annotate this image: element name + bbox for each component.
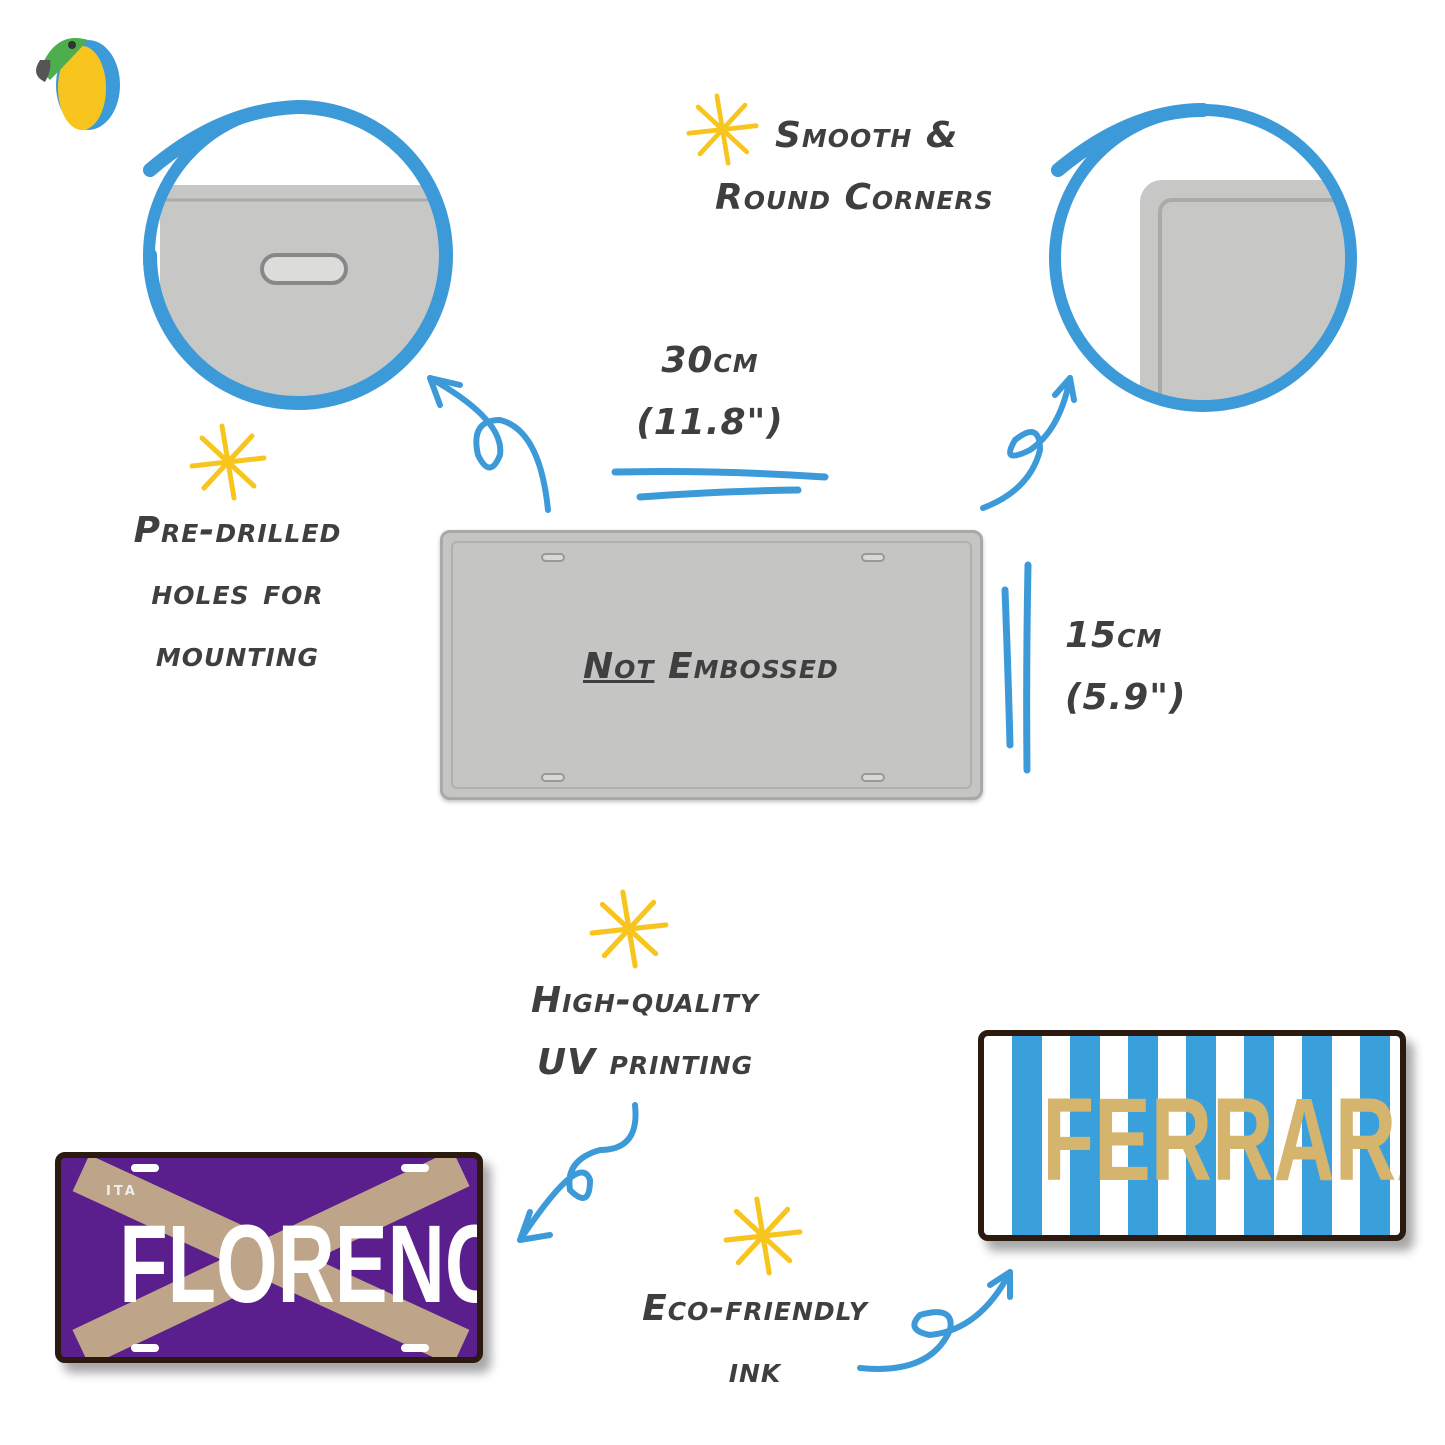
label-line: 30cm — [661, 340, 759, 381]
star-icon — [192, 426, 264, 498]
ink-label: Eco-friendly ink — [605, 1278, 905, 1402]
label-line: mounting — [155, 634, 320, 675]
plate-border — [451, 541, 972, 789]
country-code: ITA — [106, 1184, 138, 1199]
label-line: holes for — [151, 572, 324, 613]
label-line: (11.8") — [636, 402, 784, 443]
label-line: UV printing — [536, 1042, 754, 1083]
label-line: Pre-drilled — [133, 510, 342, 551]
label-line: Round Corners — [715, 177, 994, 218]
city-name: FERRARA — [1042, 1074, 1400, 1206]
florence-sample-plate: ITA FLORENCE — [55, 1152, 483, 1363]
star-icon — [592, 892, 666, 966]
label-line: High-quality — [531, 980, 759, 1021]
saltire-cross — [72, 1158, 470, 1357]
embossed-text: Embossed — [667, 646, 839, 687]
holes-label: Pre-drilled holes for mounting — [100, 500, 375, 686]
corners-label: Smooth & Round Corners — [715, 105, 994, 229]
printing-label: High-quality UV printing — [490, 970, 800, 1094]
ferrara-sample-plate: FERRARA — [978, 1030, 1406, 1241]
label-line: Eco-friendly — [642, 1288, 868, 1329]
mounting-hole — [541, 553, 565, 562]
height-label: 15cm (5.9") — [1065, 605, 1186, 729]
width-label: 30cm (11.8") — [630, 330, 790, 454]
not-embossed-label: Not Embossed — [583, 636, 839, 698]
label-line: (5.9") — [1065, 677, 1187, 718]
blank-plate — [440, 530, 983, 800]
label-line: 15cm — [1065, 615, 1163, 656]
mounting-hole — [861, 553, 885, 562]
mounting-hole — [861, 773, 885, 782]
city-name: FLORENCE — [119, 1203, 477, 1326]
parrot-logo-icon — [36, 38, 120, 130]
mounting-hole — [541, 773, 565, 782]
label-line: ink — [728, 1350, 782, 1391]
star-icon — [726, 1199, 800, 1273]
label-line: Smooth & — [775, 115, 959, 156]
not-text: Not — [583, 646, 655, 687]
